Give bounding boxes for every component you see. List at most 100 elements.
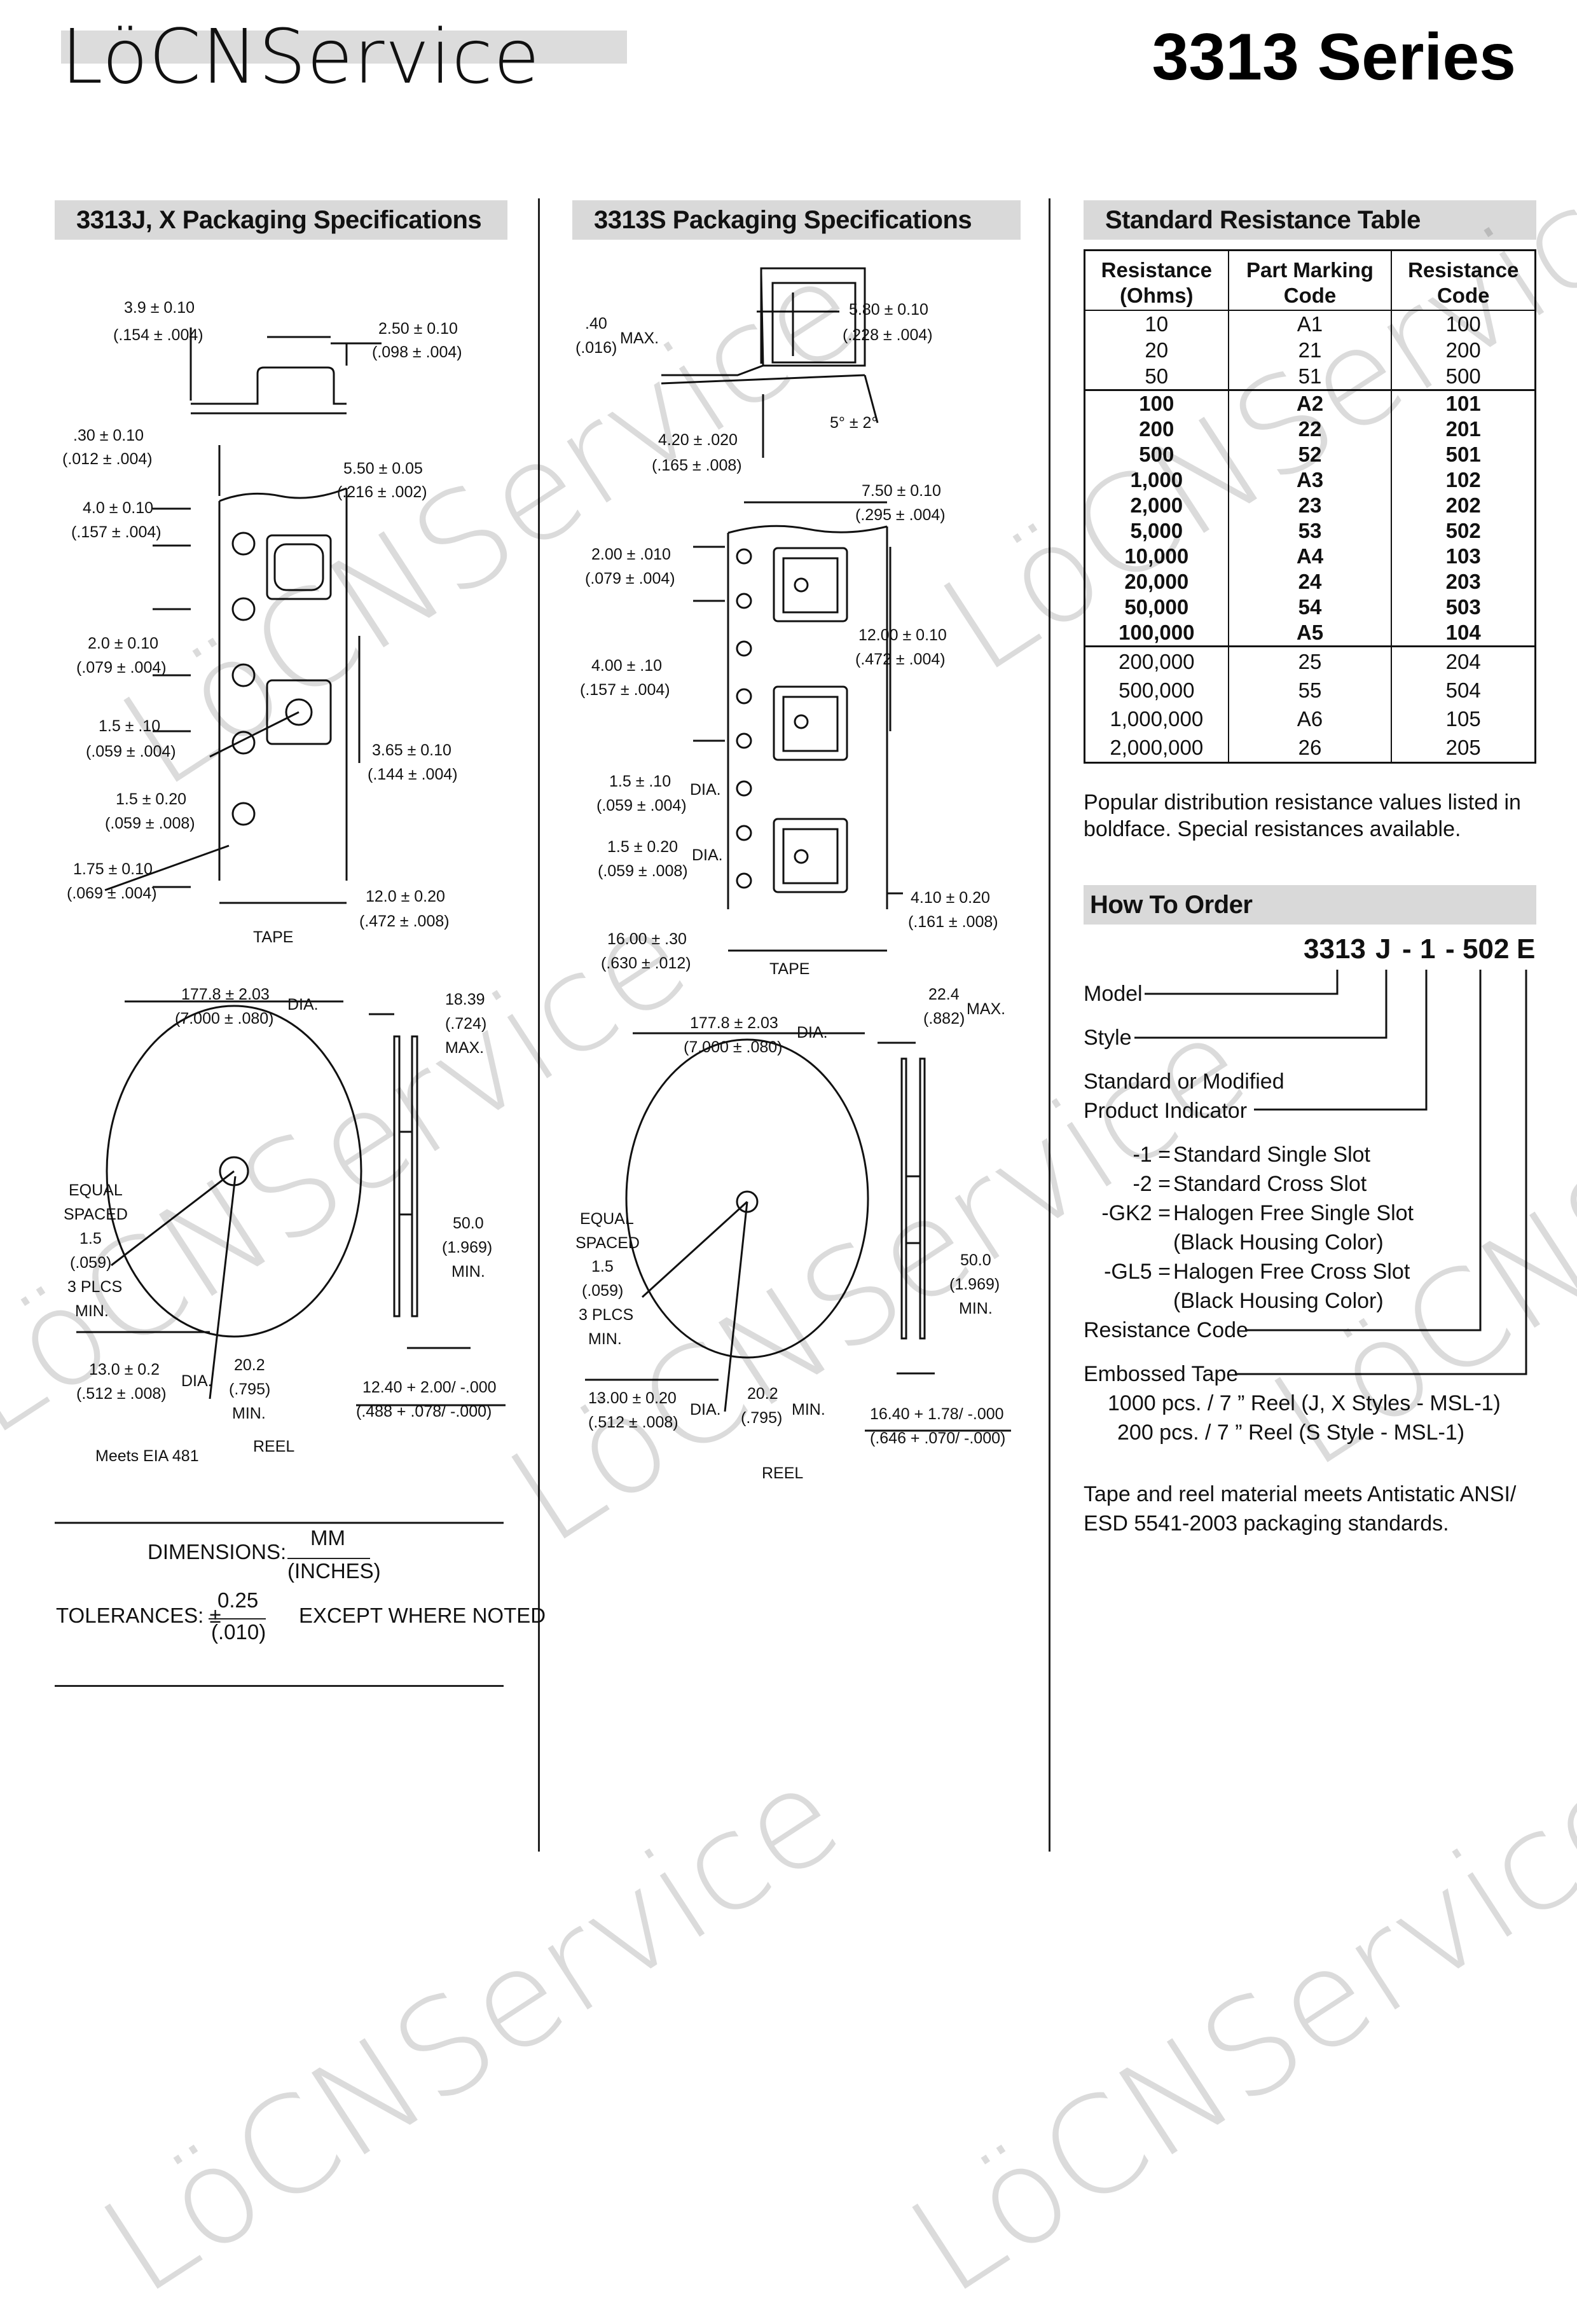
table-cell: 22: [1227, 416, 1392, 442]
table-cell: A1: [1227, 310, 1392, 337]
table-cell: 10: [1145, 312, 1169, 336]
table-cell: 51: [1227, 363, 1392, 390]
table-cell: 100: [1084, 389, 1229, 416]
option-description: Halogen Free Single Slot: [1173, 1201, 1414, 1225]
dim-label: 2.00 ± .010: [591, 546, 671, 563]
dim-label: TAPE: [253, 928, 293, 946]
dim-label: (.646 + .070/ -.000): [870, 1429, 1005, 1447]
dim-label: SPACED: [64, 1206, 128, 1223]
dim-label: 3.65 ± 0.10: [372, 741, 451, 759]
table-cell: A3: [1227, 467, 1392, 493]
dim-label: (.165 ± .008): [652, 457, 742, 474]
dim-label: MIN.: [959, 1300, 993, 1317]
dim-label: 4.20 ± .020: [658, 431, 738, 449]
table-cell: 500: [1391, 363, 1536, 390]
option-code: -GL5 =: [1104, 1260, 1171, 1284]
table-cell: A2: [1227, 389, 1392, 416]
dim-label: REEL: [762, 1464, 803, 1482]
dim-label: (.228 ± .004): [843, 326, 933, 344]
option-code: -2 =: [1133, 1172, 1171, 1196]
dim-label: 4.0 ± 0.10: [83, 499, 153, 517]
option-description: Standard Single Slot: [1173, 1143, 1370, 1167]
dim-label: (.161 ± .008): [908, 913, 998, 931]
dim-label: (.016): [575, 339, 617, 357]
order-label-standard: Standard or Modified: [1084, 1069, 1284, 1094]
table-cell: A4: [1227, 544, 1392, 569]
dim-label: EQUAL: [69, 1181, 123, 1199]
dim-label: 50.0: [960, 1251, 991, 1269]
dim-label: (.630 ± .012): [601, 954, 691, 972]
dim-label: (7.000 ± .080): [175, 1010, 273, 1028]
dim-label: (.724): [445, 1015, 486, 1033]
dim-label: 20.2: [747, 1385, 778, 1403]
table-cell: 103: [1391, 544, 1536, 569]
dim-label: 5.50 ± 0.05: [343, 460, 423, 478]
table-cell: 5,000: [1130, 519, 1183, 542]
table-cell: A6: [1227, 705, 1392, 733]
order-leader-lines: [1134, 970, 1527, 1375]
table-cell: 20,000: [1124, 570, 1189, 593]
tolerance-mm: 0.25: [217, 1588, 259, 1612]
dim-label: MIN.: [451, 1263, 485, 1281]
dim-label: (.069 ± .004): [67, 884, 157, 902]
table-cell: 203: [1391, 569, 1536, 595]
dim-label: (.059): [70, 1254, 111, 1272]
dim-label: 1.5: [591, 1258, 614, 1275]
table-cell: 24: [1227, 569, 1392, 595]
dim-label: (.882): [923, 1010, 965, 1028]
dim-label: (.144 ± .004): [368, 766, 458, 783]
dim-label: 1.5: [79, 1230, 102, 1248]
dim-label: 3 PLCS: [67, 1278, 122, 1296]
order-code-indicator: 1: [1420, 933, 1436, 965]
dim-label: 18.39: [445, 991, 485, 1008]
dim-label: DIA.: [287, 996, 319, 1014]
dim-label: 12.40 + 2.00/ -.000: [362, 1379, 497, 1396]
drawing-3313jx-tape-reel: 3.9 ± 0.10 (.154 ± .004) 2.50 ± 0.10 (.0…: [55, 299, 506, 1524]
dim-label: (.157 ± .004): [71, 523, 162, 541]
dim-label: 5.80 ± 0.10: [849, 301, 928, 319]
fraction-bar: [209, 1618, 266, 1619]
table-cell: 200: [1139, 417, 1174, 441]
dimensions-mm: MM: [310, 1526, 345, 1550]
table-cell: 23: [1227, 493, 1392, 518]
table-note-line2: boldface. Special resistances available.: [1084, 817, 1461, 841]
watermark: LöCNService: [76, 1736, 866, 2324]
dim-label: 20.2: [234, 1356, 265, 1374]
section-title-3313jx: 3313J, X Packaging Specifications: [55, 200, 507, 240]
table-cell: 21: [1227, 337, 1392, 363]
table-cell: 10,000: [1124, 544, 1189, 568]
table-cell: 501: [1391, 442, 1536, 467]
order-code-resistance: 502: [1463, 933, 1510, 965]
dim-label: 177.8 ± 2.03: [181, 986, 270, 1003]
dim-label: (1.969): [949, 1275, 1000, 1293]
table-cell: 200: [1391, 337, 1536, 363]
brand-logo: LöCNService: [61, 13, 541, 100]
dim-label: (.059 ± .008): [105, 815, 195, 832]
dim-label: DIA.: [692, 846, 723, 864]
dim-label: MIN.: [792, 1401, 825, 1419]
table-cell: 20: [1145, 338, 1169, 362]
dim-label: (7.000 ± .080): [684, 1038, 782, 1056]
order-label-style: Style: [1084, 1026, 1132, 1050]
packaging-note-line1: Tape and reel material meets Antistatic …: [1084, 1482, 1517, 1506]
dim-label: (.012 ± .004): [62, 450, 153, 468]
dim-label: (.059): [582, 1282, 623, 1300]
dim-label: MAX.: [967, 1000, 1005, 1018]
table-cell: 26: [1227, 733, 1392, 763]
tape-option-jx: 1000 pcs. / 7 ” Reel (J, X Styles - MSL-…: [1108, 1391, 1501, 1415]
table-cell: 52: [1227, 442, 1392, 467]
order-code-style: J: [1375, 933, 1391, 965]
tolerance-in: (.010): [211, 1620, 266, 1644]
table-cell: 50: [1145, 364, 1169, 388]
